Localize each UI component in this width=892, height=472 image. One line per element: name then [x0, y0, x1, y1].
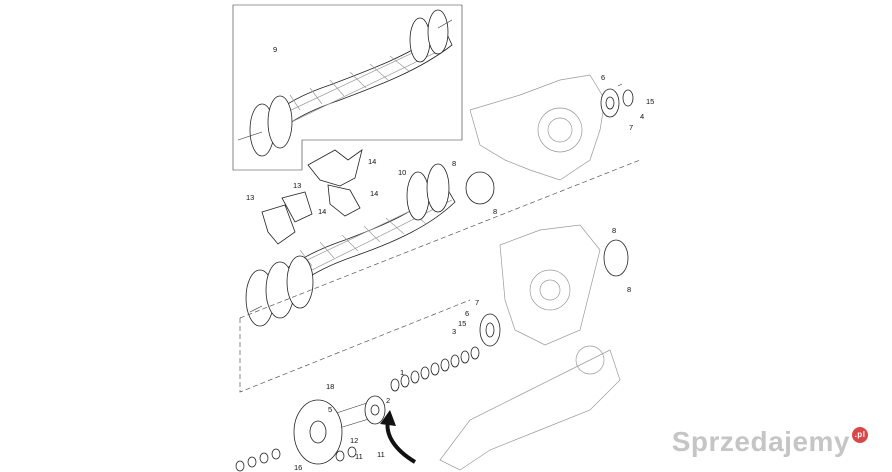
- callout-8c: 8: [612, 226, 616, 235]
- callout-5: 5: [328, 405, 332, 414]
- callout-4a: 4: [640, 112, 644, 121]
- callout-12: 12: [350, 436, 358, 445]
- callout-14b: 14: [318, 207, 326, 216]
- watermark-badge: .pl: [852, 427, 868, 443]
- callout-7b: 7: [475, 298, 479, 307]
- auger-10-illustration: [245, 163, 456, 327]
- callout-6a: 6: [601, 73, 605, 82]
- callout-10: 10: [398, 168, 406, 177]
- callout-18: 18: [326, 382, 334, 391]
- segment-14-a: [307, 149, 363, 187]
- callout-labels: 9 10 13 13 14 14 14 8 8 8 8 6 7 4 15 7 6…: [246, 45, 654, 472]
- callout-6b: 6: [465, 309, 469, 318]
- assembly-outline: [239, 159, 641, 393]
- callout-1: 1: [400, 368, 404, 377]
- callout-14c: 14: [370, 189, 378, 198]
- direction-arrow: [385, 419, 417, 464]
- snap-ring-8-a: [465, 171, 495, 205]
- callout-7a: 7: [629, 123, 633, 132]
- callout-13: 13: [246, 193, 254, 202]
- callout-13b: 13: [293, 181, 301, 190]
- sprocket-12: [364, 395, 386, 425]
- callout-2: 2: [386, 396, 390, 405]
- arrow-head: [380, 410, 396, 426]
- callout-11b: 11: [377, 450, 385, 459]
- bearing-7-upper: [600, 83, 634, 118]
- housing-lower: [499, 224, 601, 346]
- segment-14-b: [327, 184, 361, 217]
- watermark-logo: Sprzedajemy .pl: [672, 426, 868, 458]
- callout-9: 9: [273, 45, 277, 54]
- callout-14: 14: [368, 157, 376, 166]
- callout-16: 16: [294, 463, 302, 472]
- callout-11a: 11: [355, 452, 363, 461]
- callout-8b: 8: [493, 207, 497, 216]
- segment-13-a: [261, 204, 296, 245]
- washer-stack: [390, 346, 480, 392]
- watermark-text: Sprzedajemy: [671, 426, 850, 457]
- housing-upper: [469, 74, 606, 181]
- callout-8d: 8: [627, 285, 631, 294]
- segment-13-b: [281, 191, 313, 223]
- washer-stack-lower: [235, 446, 357, 472]
- inset-frame: [232, 4, 463, 171]
- auger-9-illustration: [237, 9, 453, 157]
- callout-8a: 8: [452, 159, 456, 168]
- bearing-7-lower: [479, 313, 501, 347]
- callout-15a: 15: [646, 97, 654, 106]
- drive-shaft-lower: [439, 345, 621, 471]
- snap-ring-8-b: [603, 239, 629, 277]
- sprocket-5: [293, 399, 343, 465]
- callout-3: 3: [452, 327, 456, 336]
- callout-15b: 15: [458, 319, 466, 328]
